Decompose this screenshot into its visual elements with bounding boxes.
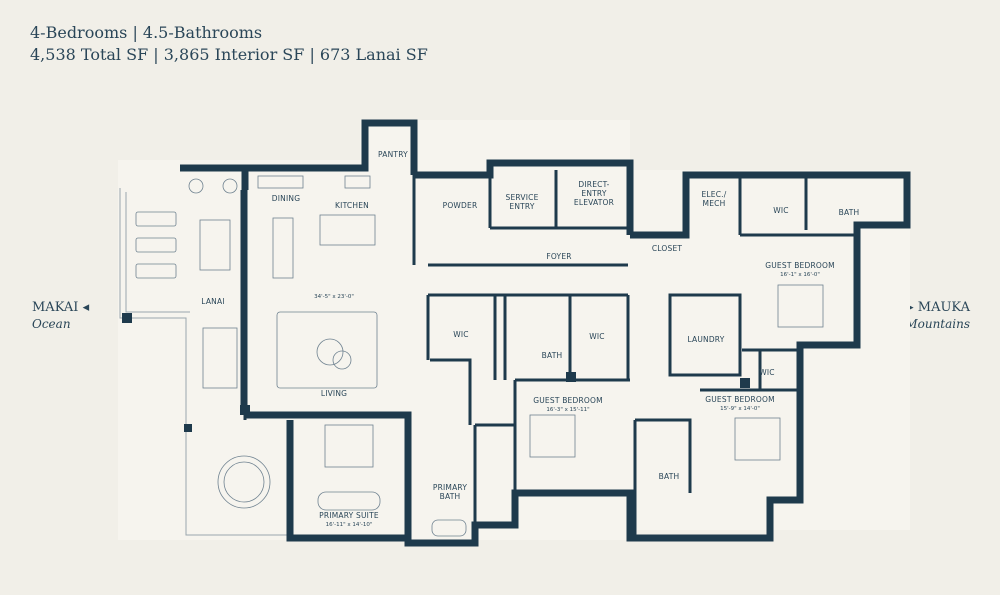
mauka-arrow-icon: ▸: [907, 300, 914, 315]
label-foyer: FOYER: [546, 252, 571, 261]
dining-kitchen-furniture: [188, 175, 376, 279]
label-guest-bedroom-3: GUEST BEDROOM: [705, 395, 775, 404]
mauka-label: MAUKA: [917, 300, 970, 315]
label-elec-1: ELEC./: [701, 190, 726, 199]
label-living: LIVING: [321, 389, 347, 398]
label-closet: CLOSET: [652, 244, 683, 253]
lanai-furniture: [135, 211, 271, 509]
label-bath-guest3: BATH: [659, 472, 680, 481]
interior-walls: [243, 170, 857, 538]
label-lanai: LANAI: [201, 297, 224, 306]
makai-orientation: MAKAI ◂ Ocean: [32, 300, 89, 332]
label-powder: POWDER: [443, 201, 478, 210]
label-laundry: LAUNDRY: [687, 335, 724, 344]
label-wic-primary: WIC: [453, 330, 468, 339]
label-guest-bedroom-2: GUEST BEDROOM: [533, 396, 603, 405]
label-service-entry-2: ENTRY: [509, 202, 534, 211]
columns: [122, 313, 750, 432]
label-guest-bedroom-1: GUEST BEDROOM: [765, 261, 835, 270]
room-labels: PANTRY DINING KITCHEN POWDER SERVICE ENT…: [201, 150, 859, 528]
label-wic-guest1: WIC: [773, 206, 788, 215]
dim-guest-bedroom-2: 16'-3" x 15'-11": [546, 407, 589, 413]
label-primary-bath-1: PRIMARY: [433, 483, 467, 492]
label-elec-2: MECH: [703, 199, 726, 208]
label-wic-guest2: WIC: [589, 332, 604, 341]
label-pantry: PANTRY: [378, 150, 408, 159]
label-kitchen: KITCHEN: [335, 201, 369, 210]
square-footage-summary: 4,538 Total SF | 3,865 Interior SF | 673…: [30, 45, 428, 64]
label-wic-guest3: WIC: [759, 368, 774, 377]
dim-primary-suite: 16'-11" x 14'-10": [326, 522, 373, 528]
bed-bath-summary: 4-Bedrooms | 4.5-Bathrooms: [30, 23, 263, 42]
label-service-entry-1: SERVICE: [505, 193, 538, 202]
bedroom-furniture: [317, 284, 824, 537]
label-primary-bath-2: BATH: [440, 492, 461, 501]
label-primary-suite: PRIMARY SUITE: [319, 511, 379, 520]
mauka-orientation: ▸ MAUKA Mountains: [905, 300, 970, 332]
makai-arrow-icon: ◂: [82, 300, 90, 315]
makai-sub: Ocean: [32, 317, 71, 331]
dim-guest-bedroom-3: 15'-9" x 14'-0": [720, 406, 760, 412]
label-elevator-2: ENTRY: [581, 189, 606, 198]
dim-living: 34'-5" x 23'-0": [314, 294, 354, 300]
label-elevator-1: DIRECT-: [578, 180, 609, 189]
plan-header: 4-Bedrooms | 4.5-Bathrooms 4,538 Total S…: [30, 22, 428, 66]
label-dining: DINING: [272, 194, 300, 203]
label-bath-guest1: BATH: [839, 208, 860, 217]
living-furniture: [276, 311, 378, 389]
makai-label: MAKAI: [32, 300, 79, 315]
label-bath-guest2: BATH: [542, 351, 563, 360]
mauka-sub: Mountains: [905, 317, 970, 331]
label-elevator-3: ELEVATOR: [574, 198, 614, 207]
dim-guest-bedroom-1: 16'-1" x 16'-0": [780, 272, 820, 278]
lanai-deck: [119, 188, 290, 536]
